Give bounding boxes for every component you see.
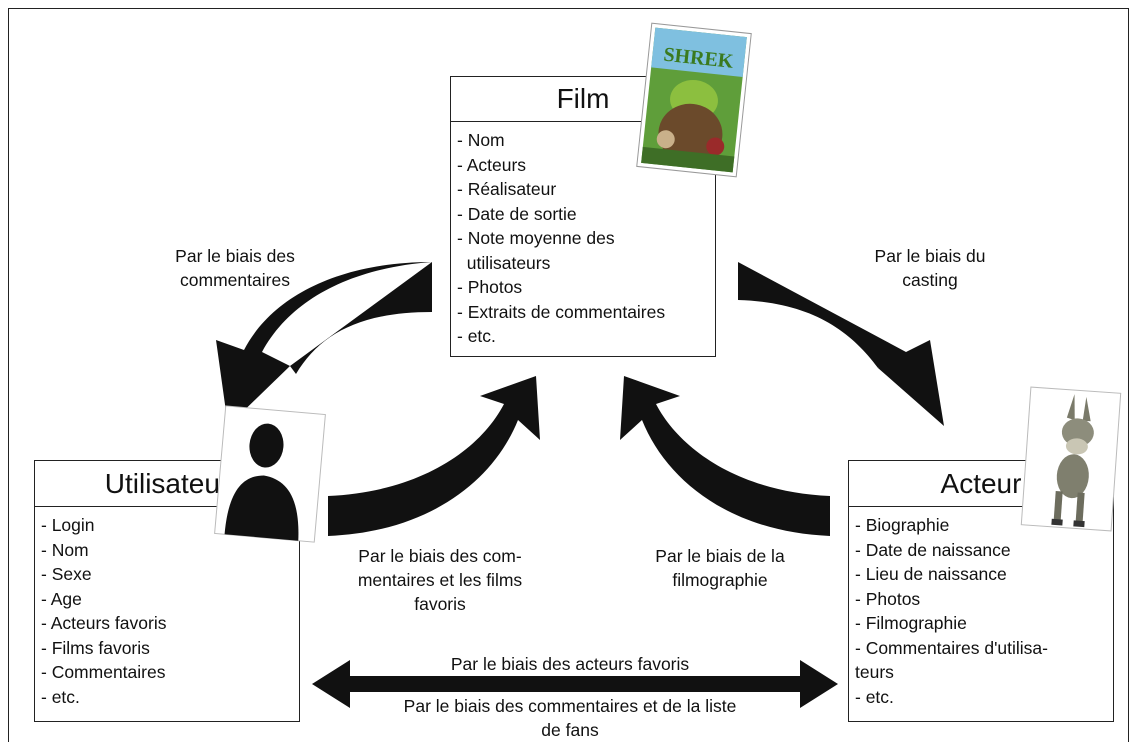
label-line: commentaires — [180, 270, 290, 290]
actor-attribute: - Photos — [855, 588, 921, 609]
arrow-user-actor-double — [312, 660, 838, 708]
movie-poster-icon: SHREK — [636, 22, 752, 178]
actor-attribute: - Lieu de naissance — [855, 564, 1007, 584]
label-line: filmographie — [672, 570, 768, 590]
arrow-film-to-actor — [738, 262, 944, 426]
user-attribute: - Login — [41, 515, 95, 535]
user-attribute: - Commentaires — [41, 662, 166, 682]
label-user-actor-fans: Par le biais des commentaires et de la l… — [360, 694, 780, 742]
film-attribute: - etc. — [457, 326, 496, 346]
film-attribute: - Nom — [457, 130, 505, 150]
label-line: mentaires et les films — [357, 570, 523, 590]
actor-attribute: - etc. — [855, 686, 894, 707]
arrow-actor-to-film — [620, 376, 830, 536]
label-line: Par le biais des — [175, 246, 295, 266]
label-film-to-user: Par le biais des commentaires — [150, 244, 320, 292]
label-film-to-actor: Par le biais du casting — [845, 244, 1015, 292]
label-actor-to-film: Par le biais de la filmographie — [620, 544, 820, 592]
actor-attribute: - Biographie — [855, 515, 950, 535]
donkey-character-icon — [1020, 386, 1122, 532]
label-line: Par le biais des commentaires et de la l… — [403, 696, 737, 716]
label-line: Par le biais de la — [655, 546, 785, 566]
film-attribute: utilisateurs — [457, 252, 551, 273]
user-silhouette-icon — [214, 405, 326, 543]
actor-title: Acteur — [849, 461, 1113, 507]
user-attribute: - Sexe — [41, 564, 92, 584]
actor-attribute: - Filmographie — [855, 613, 967, 633]
film-attribute: - Note moyenne des — [457, 228, 615, 248]
user-attribute: - Films favoris — [41, 637, 150, 658]
user-attribute: - Acteurs favoris — [41, 613, 167, 633]
label-user-to-film: Par le biais des com- mentaires et les f… — [330, 544, 550, 616]
film-title: Film — [451, 77, 715, 122]
film-attribute: - Photos — [457, 277, 523, 297]
label-line: Par le biais des com- — [358, 546, 522, 566]
film-attribute: - Acteurs — [457, 154, 527, 175]
diagram-frame — [8, 8, 1129, 742]
film-attribute: - Réalisateur — [457, 179, 557, 199]
arrow-user-to-film — [328, 376, 540, 536]
label-line: casting — [902, 270, 958, 290]
user-title: Utilisateur — [35, 461, 299, 507]
user-attribute: - Age — [41, 588, 82, 609]
film-attribute-list: - Nom - Acteurs - Réalisateur - Date de … — [451, 122, 715, 349]
actor-attribute: - Date de naissance — [855, 539, 1011, 560]
label-user-actor-favorites: Par le biais des acteurs favoris — [450, 654, 690, 674]
user-attribute: - Nom — [41, 539, 89, 560]
arrow-film-to-user — [216, 262, 432, 426]
film-attribute: - Extraits de commentaires — [457, 301, 666, 322]
user-attribute-list: - Login - Nom - Sexe - Age - Acteurs fav… — [35, 507, 299, 709]
user-attribute: - etc. — [41, 686, 80, 707]
film-attribute: - Date de sortie — [457, 203, 577, 224]
actor-attribute-list: - Biographie - Date de naissance - Lieu … — [849, 507, 1113, 709]
actor-attribute: - Commentaires d'utilisa- — [855, 637, 1048, 658]
label-line: Par le biais du — [874, 246, 986, 266]
actor-attribute: teurs — [855, 662, 894, 682]
label-line: favoris — [414, 594, 466, 614]
label-line: de fans — [541, 720, 599, 740]
